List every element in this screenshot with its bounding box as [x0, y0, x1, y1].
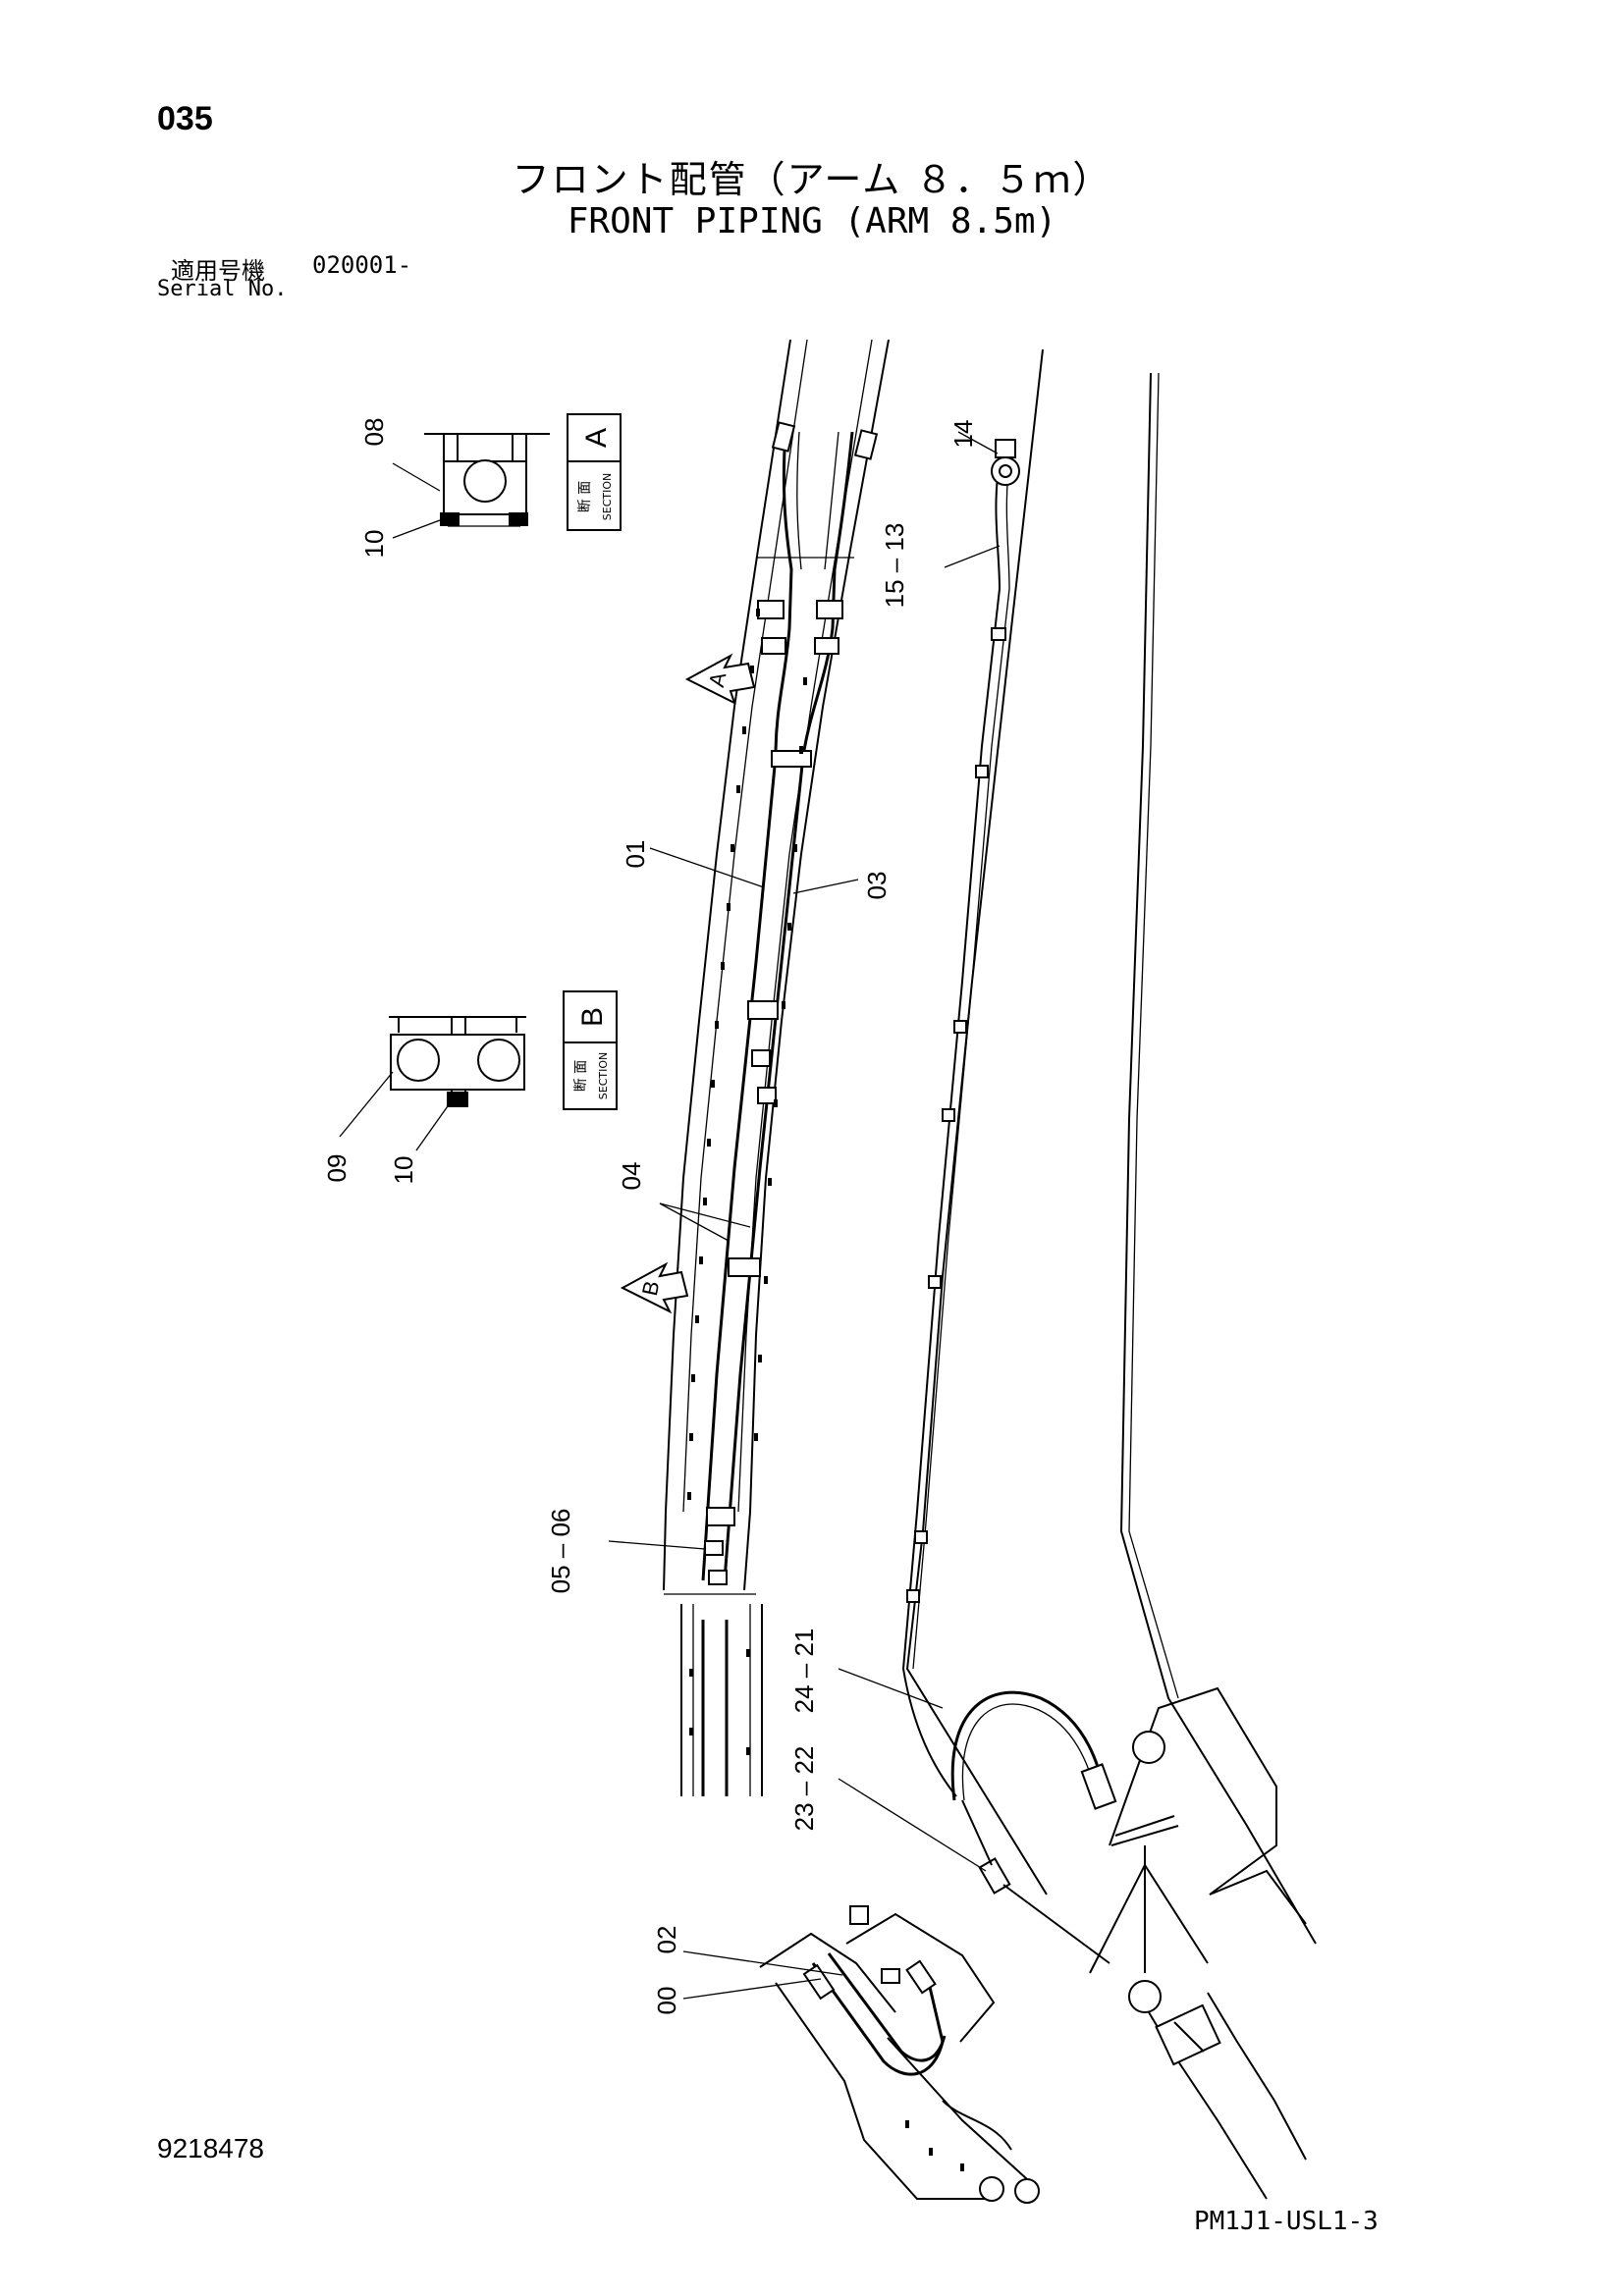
callout-01: 01 [621, 840, 650, 869]
callout-14: 14 [948, 420, 978, 449]
section-a-detail [424, 433, 550, 527]
section-a-letter: A [580, 428, 613, 448]
callout-10b: 10 [389, 1156, 418, 1185]
serial-number-value: 020001- [312, 251, 412, 279]
callout-leaders [339, 431, 1001, 2000]
callout-23-22: 23 – 22 [789, 1746, 819, 1832]
callout-labels: 08 10 09 10 01 03 04 05 – 06 14 15 – 13 … [322, 418, 978, 2015]
arm-bolt-marks [687, 609, 807, 1755]
section-b-label-jp: 断 面 [573, 1060, 589, 1092]
view-arrow-a: A [684, 653, 756, 705]
drawing-code: PM1J1-USL1-3 [1194, 2207, 1379, 2236]
document-number: 9218478 [157, 2133, 265, 2163]
callout-15-13: 15 – 13 [880, 523, 909, 609]
callout-03: 03 [862, 872, 892, 900]
view-arrow-a-label: A [704, 669, 731, 689]
serial-label-english: Serial No. [157, 277, 288, 301]
arm-structure [663, 339, 890, 1796]
page-number: 035 [157, 100, 213, 137]
title-japanese: フロント配管（アーム ８．５ｍ） [512, 158, 1112, 201]
callout-02: 02 [652, 1926, 681, 1954]
section-b-label-en: SECTION [597, 1052, 610, 1099]
view-arrow-b: B [620, 1261, 689, 1314]
section-a-label-en: SECTION [601, 473, 614, 520]
callout-05-06: 05 – 06 [546, 1509, 575, 1594]
title-english: FRONT PIPING (ARM 8.5m) [567, 201, 1057, 241]
section-b-detail [389, 1016, 526, 1107]
callout-04: 04 [617, 1162, 646, 1191]
callout-09: 09 [322, 1154, 352, 1183]
section-b-letter: B [576, 1007, 609, 1027]
boom-structure [901, 348, 1317, 2200]
callout-00: 00 [652, 1987, 681, 2015]
section-a-label-jp: 断 面 [577, 481, 593, 512]
callout-10a: 10 [359, 530, 389, 559]
callout-24-21: 24 – 21 [789, 1629, 819, 1714]
view-arrow-b-label: B [637, 1279, 665, 1299]
callout-08: 08 [359, 418, 389, 447]
serial-label-japanese: 適用号機 [171, 257, 265, 285]
bucket-link-detail [759, 1905, 1040, 2204]
section-a-label-box: A 断 面 SECTION [567, 413, 622, 531]
section-b-label-box: B 断 面 SECTION [563, 990, 618, 1110]
